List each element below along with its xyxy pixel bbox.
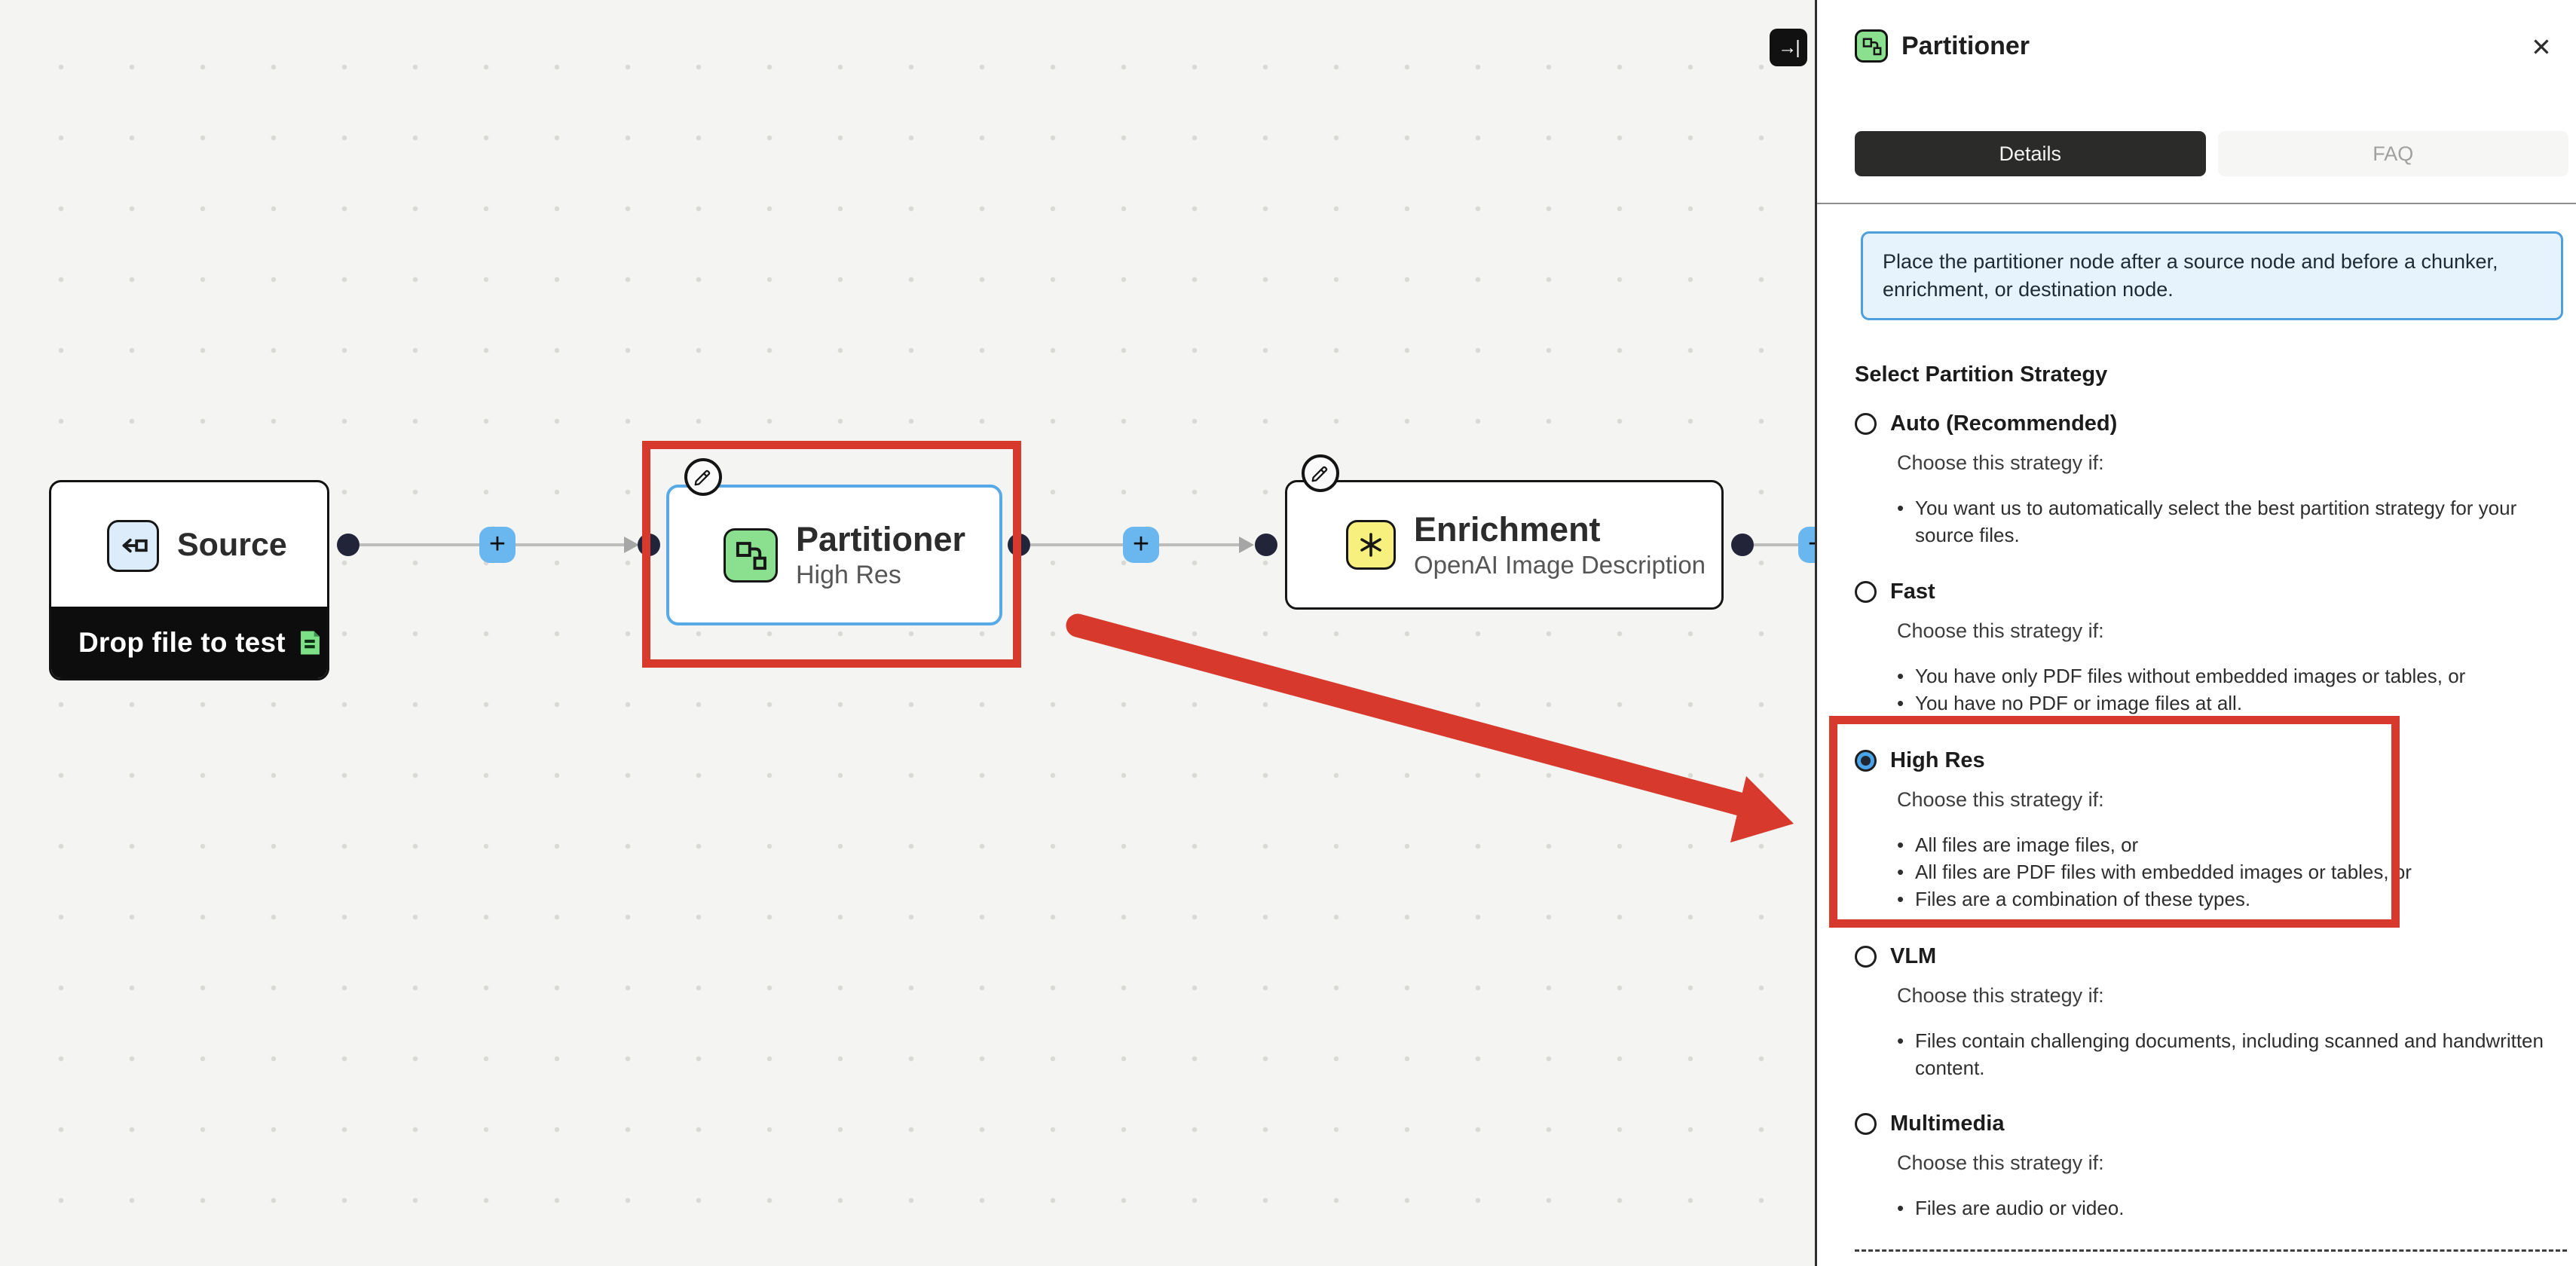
bullet-icon: •: [1897, 888, 1904, 910]
option-label[interactable]: Auto (Recommended): [1890, 411, 2118, 436]
choose-strategy-label: Choose this strategy if:: [1897, 619, 2104, 642]
bullet-text: All files are image files, or: [1915, 833, 2139, 856]
bullet-text: You have no PDF or image files at all.: [1915, 692, 2243, 714]
partitioner-input-handle[interactable]: [638, 534, 660, 556]
tab-faq[interactable]: FAQ: [2217, 131, 2568, 176]
enrichment-output-handle[interactable]: [1731, 534, 1754, 556]
radio-auto[interactable]: [1855, 412, 1877, 435]
close-panel-button[interactable]: ✕: [2525, 30, 2558, 63]
strategy-option-fast: Fast Choose this strategy if: • You have…: [1855, 579, 2556, 717]
enrichment-node-subtitle: OpenAI Image Description: [1414, 550, 1706, 579]
enrichment-node[interactable]: Enrichment OpenAI Image Description: [1285, 480, 1724, 610]
plus-icon: +: [1132, 528, 1150, 560]
file-document-icon: [300, 630, 320, 655]
edge-arrowhead-icon: [624, 537, 639, 553]
bullet-text: Files are a combination of these types.: [1915, 888, 2251, 910]
option-label[interactable]: Fast: [1890, 579, 1935, 604]
partitioner-output-handle[interactable]: [1008, 534, 1030, 556]
panel-title: Partitioner: [1901, 31, 2030, 60]
source-output-handle[interactable]: [337, 534, 359, 556]
bullet-text: All files are PDF files with embedded im…: [1915, 861, 2412, 883]
edit-pencil-icon: [694, 469, 711, 486]
edge-enrichment-next: [1754, 543, 1801, 546]
strategy-option-high-res: High Res Choose this strategy if: • All …: [1855, 748, 2556, 913]
plus-icon: +: [488, 528, 506, 560]
edit-node-badge[interactable]: [1302, 454, 1339, 492]
edit-pencil-icon: [1311, 466, 1328, 482]
drop-file-to-test-badge[interactable]: Drop file to test: [51, 607, 327, 678]
strategy-option-auto: Auto (Recommended) Choose this strategy …: [1855, 411, 2556, 549]
source-node-title: Source: [177, 527, 287, 564]
collapse-panel-icon: →|: [1778, 36, 1800, 58]
choose-strategy-label: Choose this strategy if:: [1897, 451, 2104, 474]
placement-info-text: Place the partitioner node after a sourc…: [1883, 250, 2498, 301]
placement-info-box: Place the partitioner node after a sourc…: [1861, 231, 2563, 320]
bullet-text: You have only PDF files without embedded…: [1915, 665, 2466, 687]
bullet-icon: •: [1897, 861, 1904, 883]
bullet-icon: •: [1897, 1197, 1904, 1219]
option-label[interactable]: Multimedia: [1890, 1111, 2005, 1136]
choose-strategy-label: Choose this strategy if:: [1897, 788, 2104, 811]
add-node-button[interactable]: +: [479, 527, 516, 563]
partitioner-icon: [724, 528, 778, 583]
panel-tabs: Details FAQ: [1855, 131, 2568, 176]
bullet-icon: •: [1897, 1029, 1904, 1052]
radio-vlm[interactable]: [1855, 945, 1877, 968]
partitioner-node-subtitle: High Res: [796, 560, 901, 589]
bullet-icon: •: [1897, 833, 1904, 856]
bullet-icon: •: [1897, 497, 1904, 519]
strategy-option-vlm: VLM Choose this strategy if: • Files con…: [1855, 943, 2556, 1081]
radio-multimedia[interactable]: [1855, 1112, 1877, 1135]
choose-strategy-label: Choose this strategy if:: [1897, 1151, 2104, 1174]
source-node[interactable]: Source Drop file to test: [49, 480, 329, 680]
bullet-icon: •: [1897, 665, 1904, 687]
close-icon: ✕: [2531, 32, 2552, 61]
drop-file-label: Drop file to test: [78, 626, 286, 658]
tab-details[interactable]: Details: [1855, 131, 2206, 176]
bullet-icon: •: [1897, 692, 1904, 714]
panel-divider: [1817, 203, 2576, 204]
edge-arrowhead-icon: [1239, 537, 1254, 553]
enrichment-icon: [1346, 520, 1396, 570]
add-node-button[interactable]: +: [1123, 527, 1159, 563]
radio-high-res[interactable]: [1855, 749, 1877, 772]
bullet-text: Files are audio or video.: [1915, 1197, 2125, 1219]
bullet-text: Files contain challenging documents, inc…: [1915, 1029, 2544, 1079]
enrichment-node-title: Enrichment: [1414, 509, 1601, 549]
partitioner-icon: [1855, 29, 1888, 63]
strategy-heading: Select Partition Strategy: [1855, 362, 2108, 387]
section-dashed-divider: [1855, 1249, 2567, 1252]
collapse-panel-button[interactable]: →|: [1770, 29, 1807, 66]
partitioner-details-panel: Partitioner ✕ Details FAQ Place the part…: [1815, 0, 2576, 1266]
strategy-option-multimedia: Multimedia Choose this strategy if: • Fi…: [1855, 1111, 2556, 1222]
option-label[interactable]: High Res: [1890, 748, 1985, 772]
edit-node-badge[interactable]: [684, 458, 722, 496]
radio-fast[interactable]: [1855, 580, 1877, 603]
option-label[interactable]: VLM: [1890, 943, 1937, 968]
partitioner-node-title: Partitioner: [796, 519, 966, 558]
source-node-card[interactable]: Source: [51, 482, 327, 609]
source-icon: [107, 519, 159, 572]
bullet-text: You want us to automatically select the …: [1915, 497, 2517, 546]
partitioner-node[interactable]: Partitioner High Res: [666, 485, 1002, 625]
enrichment-input-handle[interactable]: [1255, 534, 1277, 556]
choose-strategy-label: Choose this strategy if:: [1897, 984, 2104, 1007]
